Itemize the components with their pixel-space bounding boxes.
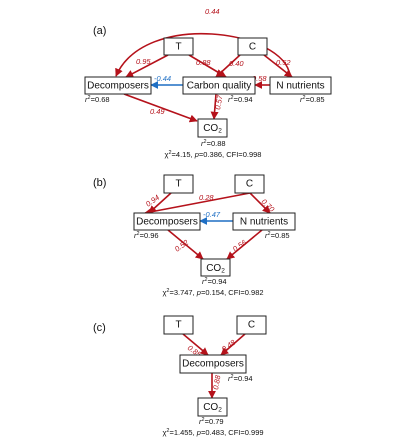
node-a-co2-label: CO2 [203,123,222,135]
node-b-co2-label: CO2 [206,263,225,275]
node-b-n-nutrients-label: N nutrients [240,217,288,228]
node-c-co2-label: CO2 [203,402,222,414]
node-c-co2: CO2 [197,397,228,417]
node-a-n-nutrients: N nutrients [269,76,332,95]
panel-b: (b) 0.94 0.28 0.70 -0.47 0.52 0.56 T C D… [93,174,296,297]
node-b-co2: CO2 [200,258,231,277]
node-a-co2: CO2 [197,118,228,138]
node-c-t: T [163,315,194,335]
node-a-n-nutrients-label: N nutrients [276,81,324,92]
path-b-c-to-n [249,192,271,214]
path-a-c-to-n [263,54,293,78]
node-b-decomposers-label: Decomposers [136,217,198,228]
coef-a-t-to-carbon: 0.88 [196,58,211,67]
node-b-t-label: T [175,179,181,190]
node-c-c-label: C [248,320,255,331]
r2-a-co2: r2=0.88 [201,139,226,148]
node-a-carbon-quality-label: Carbon quality [187,81,251,92]
fit-stats-b: χ2=3.747, p=0.154, CFI=0.982 [162,288,263,297]
path-b-c-to-decomposers [144,192,251,216]
coef-a-decomposers-to-co2: 0.49 [150,107,165,116]
coef-a-t-to-decomposers: 0.95 [136,57,151,66]
coef-c-decomposers-to-co2: 0.88 [211,374,223,391]
coef-a-n-to-decomposers: 0.44 [205,7,220,16]
coef-a-c-to-carbon: 0.40 [229,59,244,68]
panel-c: (c) 0.85 0.48 0.88 T C Decomposers CO2 r… [93,315,267,437]
path-a-n-to-decomposers [115,32,291,77]
coef-b-c-to-decomposers: 0.28 [199,193,214,202]
node-a-c: C [237,37,268,56]
r2-c-decomposers: r2=0.94 [228,374,253,383]
coef-b-n-to-co2: 0.56 [231,237,249,253]
coef-b-n-to-decomposers: -0.47 [203,210,221,219]
path-c-c-to-decomposers [220,333,246,356]
path-c-t-to-decomposers [182,333,209,356]
node-a-decomposers-label: Decomposers [87,81,149,92]
fit-stats-c: χ2=1.455, p=0.483, CFI=0.999 [162,428,263,437]
coef-a-carbon-to-decomposers: -0.44 [154,74,171,83]
node-b-c: C [234,174,265,194]
path-a-decomposers-to-co2 [123,93,198,123]
node-a-c-label: C [249,42,256,53]
r2-c-co2: r2=0.79 [199,417,224,426]
node-c-decomposers: Decomposers [179,354,247,374]
panel-a-label: (a) [93,25,106,37]
node-c-c: C [236,315,267,335]
node-a-t: T [163,37,194,56]
node-c-decomposers-label: Decomposers [182,359,244,370]
node-b-decomposers: Decomposers [133,212,201,231]
panel-c-label: (c) [93,322,106,334]
coef-a-c-to-n: 0.52 [276,58,291,67]
node-b-t: T [163,174,194,194]
fit-stats-a: χ2=4.15, p=0.386, CFI=0.998 [165,150,262,159]
coef-b-t-to-decomposers: 0.94 [144,193,161,209]
r2-a-n-nutrients: r2=0.85 [300,95,325,104]
node-a-carbon-quality: Carbon quality [182,76,256,95]
coef-b-c-to-n: 0.70 [260,197,277,214]
coef-a-carbon-to-co2: 0.57 [213,94,225,111]
node-b-c-label: C [246,179,253,190]
panel-a: (a) 0.44 0.95 0.88 0.40 0.52 -0.44 0.58 … [84,7,332,159]
path-a-carbon-to-co2 [210,93,219,120]
node-a-decomposers: Decomposers [84,76,152,95]
path-b-n-to-co2 [226,229,263,260]
coef-a-n-to-carbon: 0.58 [252,74,267,83]
path-a-c-to-carbon [215,54,241,78]
panel-b-label: (b) [93,177,106,189]
coef-c-c-to-decomposers: 0.48 [220,337,238,353]
r2-a-carbon-quality: r2=0.94 [228,95,253,104]
r2-b-decomposers: r2=0.96 [134,231,159,240]
node-a-t-label: T [175,42,181,53]
path-a-t-to-decomposers [125,54,169,78]
r2-a-decomposers: r2=0.68 [85,95,110,104]
coef-b-decomposers-to-co2: 0.52 [173,237,191,253]
node-c-t-label: T [175,320,181,331]
r2-b-co2: r2=0.94 [202,277,227,286]
node-b-n-nutrients: N nutrients [232,212,296,231]
r2-b-n-nutrients: r2=0.85 [265,231,290,240]
path-b-decomposers-to-co2 [167,229,204,260]
